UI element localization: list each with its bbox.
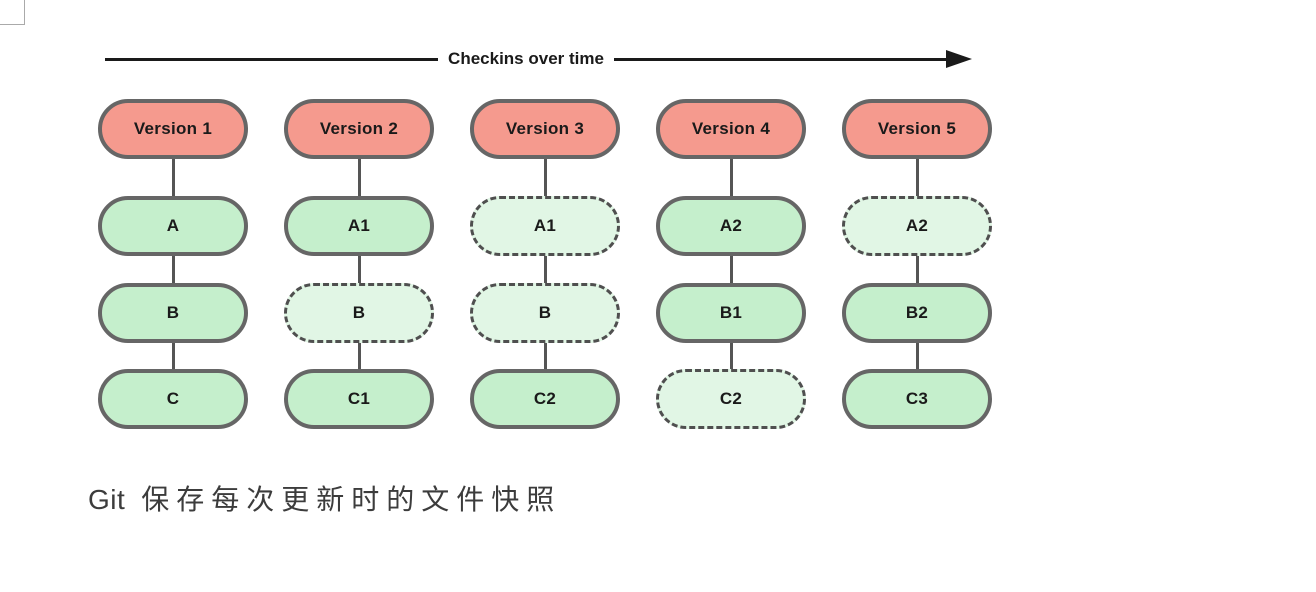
file-label: A1	[347, 216, 371, 235]
version-column: Version 2 A1 B C1	[284, 99, 434, 429]
file-node: C3	[842, 369, 992, 429]
file-node: B	[98, 283, 248, 343]
version-node: Version 5	[842, 99, 992, 159]
connector-line	[543, 155, 547, 199]
file-label: A	[166, 216, 180, 235]
file-node: C2	[656, 369, 806, 429]
connector-line	[357, 155, 361, 199]
version-label: Version 2	[319, 119, 399, 138]
file-node: C	[98, 369, 248, 429]
version-node: Version 1	[98, 99, 248, 159]
caption-prefix: Git	[88, 484, 126, 515]
file-node: B	[284, 283, 434, 343]
file-label: C2	[533, 389, 557, 408]
connector-line	[915, 253, 919, 286]
timeline-label: Checkins over time	[448, 49, 604, 68]
timeline-line-right	[613, 57, 947, 61]
connector-line	[357, 253, 361, 286]
connector-line	[915, 340, 919, 372]
file-node: A	[98, 196, 248, 256]
file-node: A1	[284, 196, 434, 256]
file-node: A2	[842, 196, 992, 256]
file-label: C	[166, 389, 180, 408]
connector-line	[171, 340, 175, 372]
version-label: Version 3	[505, 119, 585, 138]
connector-line	[729, 253, 733, 286]
file-node: B2	[842, 283, 992, 343]
arrowhead-icon	[946, 50, 972, 68]
connector-line	[543, 253, 547, 286]
file-node: A2	[656, 196, 806, 256]
image-selection-corner-artifact	[0, 0, 25, 25]
version-node: Version 3	[470, 99, 620, 159]
file-label: B	[166, 303, 180, 322]
version-columns: Version 1 A B C Version 2 A1 B C1	[98, 99, 992, 429]
checkins-timeline-arrow: Checkins over time	[105, 46, 972, 72]
file-label: C1	[347, 389, 371, 408]
version-node: Version 4	[656, 99, 806, 159]
connector-line	[543, 340, 547, 372]
version-label: Version 5	[877, 119, 957, 138]
version-node: Version 2	[284, 99, 434, 159]
file-label: B	[538, 303, 552, 322]
file-node: B1	[656, 283, 806, 343]
file-label: B	[352, 303, 366, 322]
version-column: Version 1 A B C	[98, 99, 248, 429]
version-column: Version 4 A2 B1 C2	[656, 99, 806, 429]
file-label: B2	[905, 303, 929, 322]
file-label: A2	[905, 216, 929, 235]
connector-line	[915, 155, 919, 199]
file-label: A1	[533, 216, 557, 235]
connector-line	[729, 155, 733, 199]
file-label: A2	[719, 216, 743, 235]
version-label: Version 4	[691, 119, 771, 138]
timeline-line-left	[105, 57, 439, 61]
file-node: C1	[284, 369, 434, 429]
connector-line	[171, 155, 175, 199]
version-label: Version 1	[133, 119, 213, 138]
file-node: A1	[470, 196, 620, 256]
file-label: C2	[719, 389, 743, 408]
connector-line	[729, 340, 733, 372]
version-column: Version 3 A1 B C2	[470, 99, 620, 429]
version-column: Version 5 A2 B2 C3	[842, 99, 992, 429]
caption-text: 保存每次更新时的文件快照	[141, 484, 562, 515]
connector-line	[171, 253, 175, 286]
connector-line	[357, 340, 361, 372]
file-label: C3	[905, 389, 929, 408]
file-label: B1	[719, 303, 743, 322]
figure-caption: Git 保存每次更新时的文件快照	[88, 478, 561, 518]
file-node: C2	[470, 369, 620, 429]
file-node: B	[470, 283, 620, 343]
